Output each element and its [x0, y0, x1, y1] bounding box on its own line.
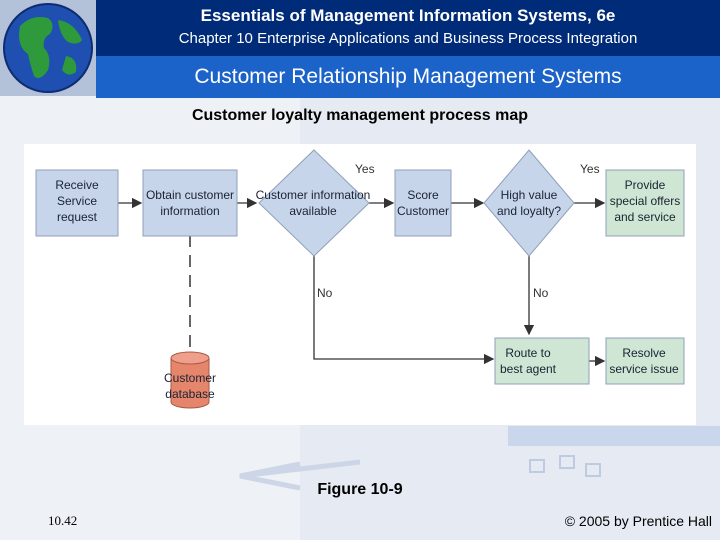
node-obtain-line1: Obtain customer — [146, 188, 234, 202]
globe-logo — [0, 0, 96, 96]
label-yes-available: Yes — [355, 162, 375, 176]
label-yes-loyalty: Yes — [580, 162, 600, 176]
slide-title: Customer Relationship Management Systems — [194, 65, 622, 88]
label-no-available: No — [317, 286, 333, 300]
copyright: © 2005 by Prentice Hall — [564, 513, 712, 529]
node-database-line2: database — [165, 387, 215, 401]
node-available-line1: Customer information — [256, 188, 371, 202]
node-resolve-line2: service issue — [609, 362, 679, 376]
node-customer-database: Customer database — [164, 351, 216, 409]
node-offers-line1: Provide — [625, 178, 666, 192]
node-receive-line3: request — [57, 210, 98, 224]
page-number: 10.42 — [48, 513, 78, 528]
node-route-to-best-agent: Route to best agent — [494, 337, 590, 385]
node-score-line2: Customer — [397, 204, 449, 218]
node-available-line2: available — [289, 204, 337, 218]
diagram-title: Customer loyalty management process map — [191, 107, 529, 124]
node-customer-information-available: Customer information available — [256, 149, 371, 257]
node-score-line1: Score — [407, 188, 439, 202]
node-receive-line2: Service — [57, 194, 97, 208]
node-route-line2: best agent — [500, 362, 557, 376]
figure-caption: Figure 10-9 — [317, 481, 403, 498]
label-no-loyalty: No — [533, 286, 549, 300]
node-high-value-and-loyalty: High value and loyalty? — [483, 149, 575, 257]
node-resolve-service-issue: Resolve service issue — [605, 337, 685, 385]
globe-icon — [0, 0, 96, 96]
node-provide-special-offers: Provide special offers and service — [605, 169, 685, 237]
chapter-title: Chapter 10 Enterprise Applications and B… — [178, 30, 638, 47]
title-bar — [96, 56, 720, 98]
node-offers-line2: special offers — [610, 194, 680, 208]
node-offers-line3: and service — [614, 210, 676, 224]
book-title: Essentials of Management Information Sys… — [200, 6, 616, 25]
header-bar — [0, 0, 720, 56]
node-receive-line1: Receive — [55, 178, 99, 192]
node-database-line1: Customer — [164, 371, 216, 385]
node-resolve-line1: Resolve — [622, 346, 666, 360]
node-loyalty-line2: and loyalty? — [497, 204, 561, 218]
node-loyalty-line1: High value — [501, 188, 558, 202]
node-obtain-customer-information: Obtain customer information — [142, 169, 238, 237]
node-obtain-line2: information — [160, 204, 219, 218]
node-route-line1: Route to — [505, 346, 551, 360]
arrow-available-route-no — [313, 256, 495, 365]
